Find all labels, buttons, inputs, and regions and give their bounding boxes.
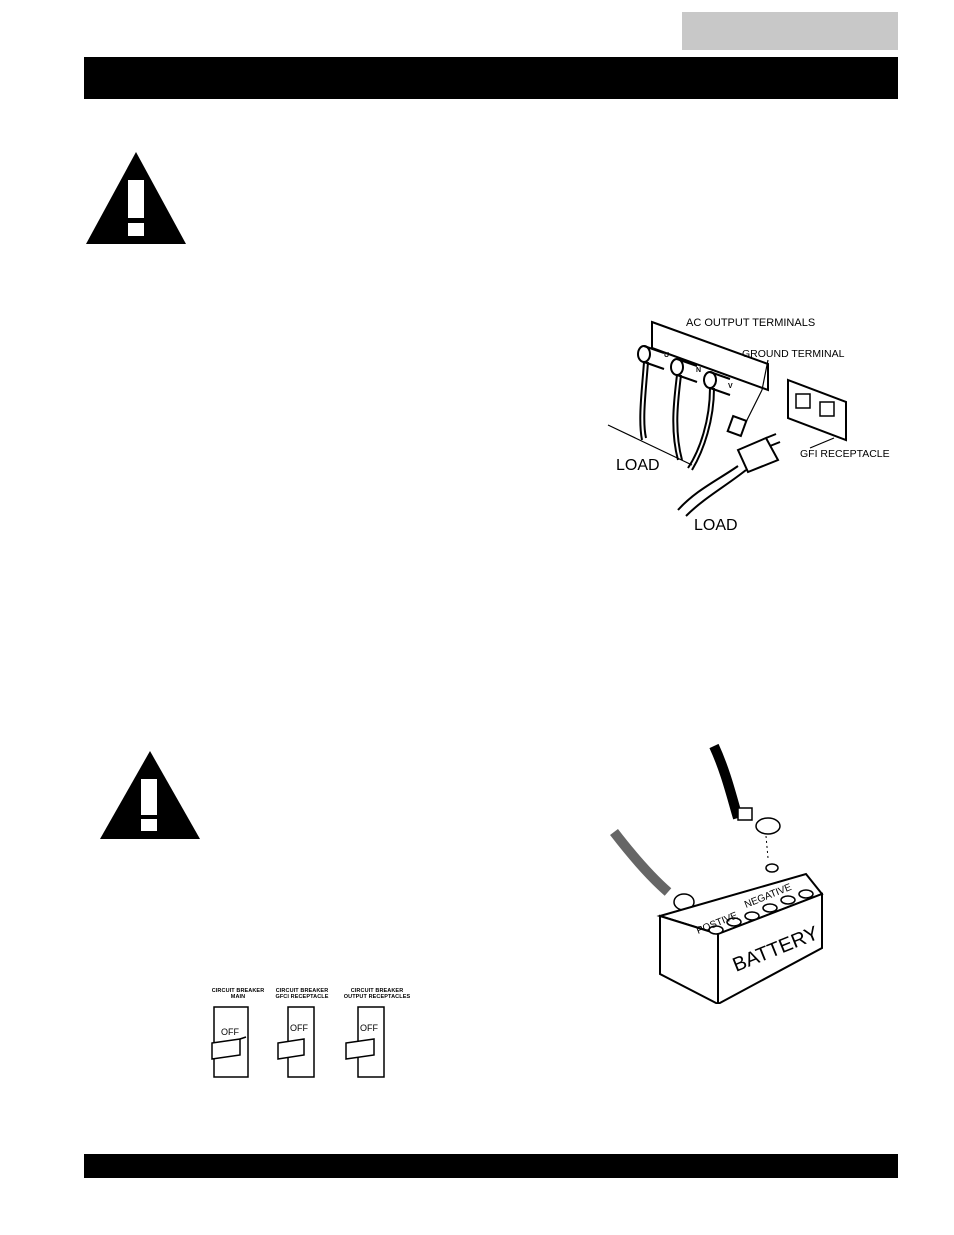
- breaker-gfci-label: CIRCUIT BREAKER GFCI RECEPTACLE: [275, 988, 329, 1000]
- breaker-output: OFF: [345, 1006, 385, 1078]
- header-tab: [682, 12, 898, 50]
- terminal-u-label: U: [664, 352, 669, 359]
- ac-output-terminals-label: AC OUTPUT TERMINALS: [686, 317, 815, 329]
- load-left-label: LOAD: [616, 457, 660, 474]
- breaker-main: OFF: [211, 1006, 249, 1078]
- battery-figure: POSTIVE NEGATIVE BATTERY: [610, 743, 824, 1004]
- warning-triangle-icon: [86, 152, 186, 244]
- breaker-gfci: OFF: [277, 1006, 315, 1078]
- circuit-breakers-figure: CIRCUIT BREAKER MAIN CIRCUIT BREAKER GFC…: [200, 985, 430, 1080]
- load-bottom-label: LOAD: [694, 517, 738, 534]
- header-bar: [84, 57, 898, 99]
- ac-output-terminals-figure: U N V AC OUTPUT TERMINALS GROUND TERMINA…: [607, 317, 890, 534]
- breaker-gfci-state: OFF: [290, 1023, 308, 1033]
- terminal-n-label: N: [696, 367, 701, 374]
- footer-bar: [84, 1154, 898, 1178]
- ground-terminal-label: GROUND TERMINAL: [742, 348, 845, 360]
- breaker-output-state: OFF: [360, 1023, 378, 1033]
- breaker-output-label: CIRCUIT BREAKER OUTPUT RECEPTACLES: [343, 988, 411, 1000]
- breaker-main-state: OFF: [221, 1027, 239, 1037]
- breaker-main-label: CIRCUIT BREAKER MAIN: [211, 988, 265, 1000]
- gfi-receptacle-label: GFI RECEPTACLE: [800, 448, 890, 460]
- terminal-v-label: V: [728, 383, 733, 390]
- warning-triangle-icon: [100, 751, 200, 839]
